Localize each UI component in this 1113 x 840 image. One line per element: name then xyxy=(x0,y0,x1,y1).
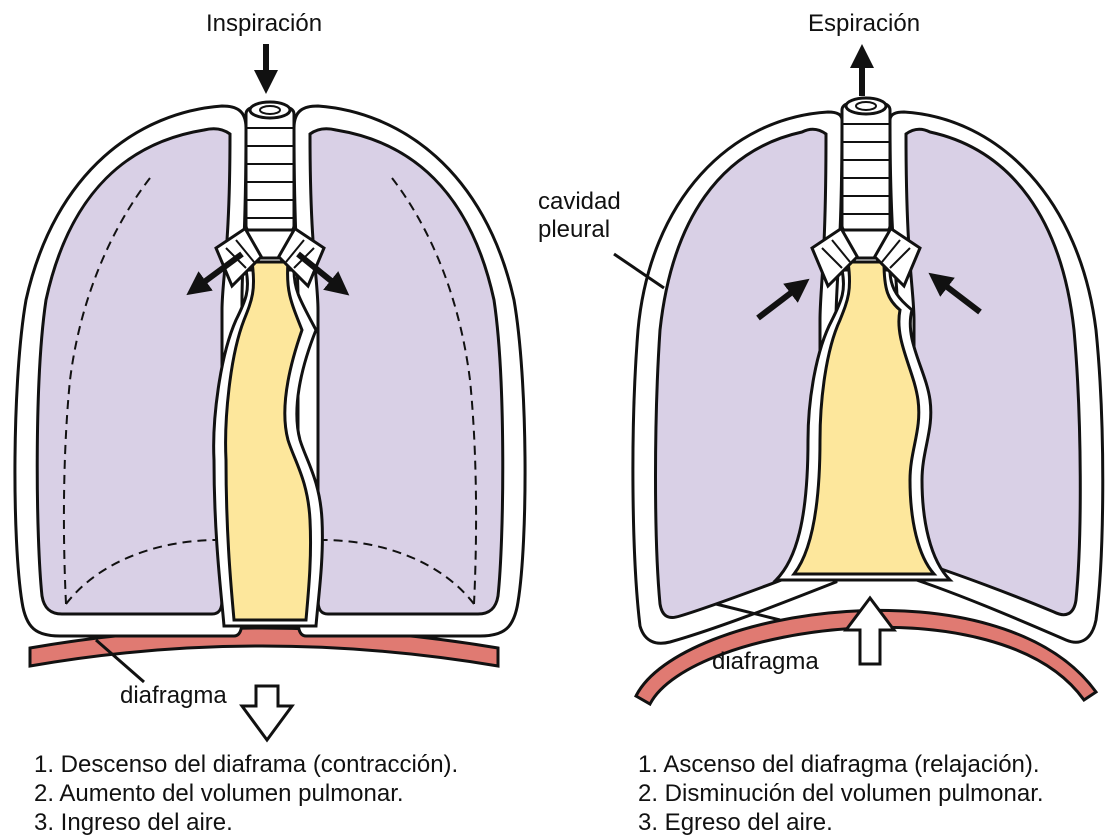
inspiration-step-3: 3. Ingreso del aire. xyxy=(34,808,458,837)
expiration-step-1: 1. Ascenso del diafragma (relajación). xyxy=(638,750,1044,779)
inspiration-steps: 1. Descenso del diaframa (contracción). … xyxy=(34,750,458,837)
inspiration-step-1: 1. Descenso del diaframa (contracción). xyxy=(34,750,458,779)
pleural-cavity-label-line2: pleural xyxy=(538,218,610,242)
hollow-arrow-down-icon xyxy=(242,686,292,740)
right-lung xyxy=(906,129,1080,614)
expiration-step-2: 2. Disminución del volumen pulmonar. xyxy=(638,779,1044,808)
inspiration-panel xyxy=(15,44,525,740)
pleural-cavity-label-line1: cavidad xyxy=(538,190,621,214)
inspiration-title: Inspiración xyxy=(206,12,322,36)
trachea xyxy=(246,108,294,232)
diaphragm-label-left: diafragma xyxy=(120,684,227,708)
expiration-title: Espiración xyxy=(808,12,920,36)
expiration-step-3: 3. Egreso del aire. xyxy=(638,808,1044,837)
expiration-panel xyxy=(614,56,1103,704)
diaphragm-label-right: diafragma xyxy=(712,650,819,674)
expiration-steps: 1. Ascenso del diafragma (relajación). 2… xyxy=(638,750,1044,837)
hollow-arrow-up-icon xyxy=(846,598,894,664)
inspiration-step-2: 2. Aumento del volumen pulmonar. xyxy=(34,779,458,808)
